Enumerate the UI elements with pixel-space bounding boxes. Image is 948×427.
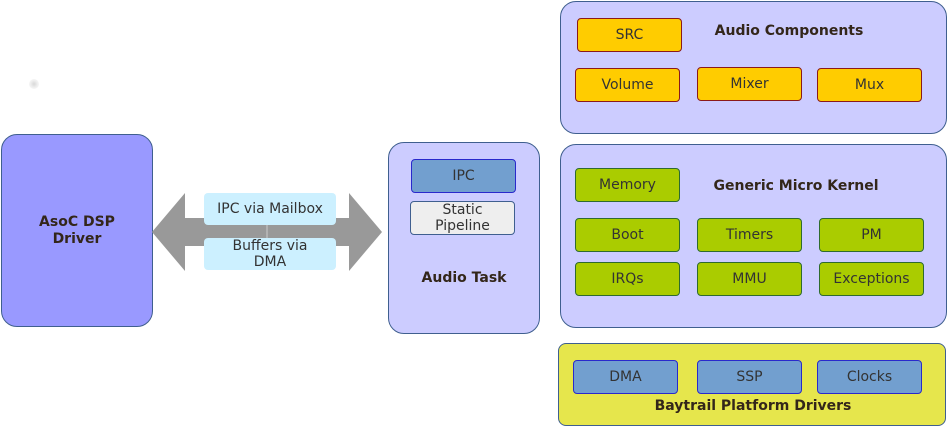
ipc-via-mailbox-label: IPC via Mailbox [204,193,336,225]
kernel-pm-label: PM [861,227,882,243]
platform-drivers-panel: DMA SSP Clocks Baytrail Platform Drivers [558,343,946,426]
micro-kernel-panel: Memory Generic Micro Kernel Boot Timers … [560,144,947,328]
platform-ssp: SSP [697,360,802,394]
driver-label-line2: Driver [52,230,102,247]
asoc-dsp-driver-block: AsoC DSP Driver [1,134,153,327]
left-arrow-head [152,193,212,271]
platform-clocks: Clocks [817,360,922,394]
component-mixer: Mixer [697,67,802,101]
platform-drivers-title: Baytrail Platform Drivers [654,398,852,414]
audio-task-title: Audio Task [421,270,507,286]
kernel-memory-label: Memory [599,177,656,193]
component-volume-label: Volume [601,77,654,93]
kernel-timers-label: Timers [725,227,774,243]
component-mixer-label: Mixer [730,76,769,92]
driver-label-line1: AsoC DSP [39,213,115,230]
audio-components-panel: SRC Audio Components Volume Mixer Mux [560,1,947,134]
buffers-text-line1: Buffers via [232,238,308,254]
ipc-via-mailbox-text: IPC via Mailbox [217,201,323,217]
kernel-mmu: MMU [697,262,802,296]
right-arrow-head [322,193,382,271]
ipc-block-label: IPC [452,168,475,184]
platform-dma-label: DMA [609,369,642,385]
platform-clocks-label: Clocks [846,369,893,385]
kernel-boot-label: Boot [611,227,644,243]
component-mux: Mux [817,68,922,102]
component-volume: Volume [575,68,680,102]
kernel-timers: Timers [697,218,802,252]
kernel-irqs-label: IRQs [611,271,644,287]
kernel-mmu-label: MMU [732,271,767,287]
pipeline-label-line1: Static [442,202,483,218]
kernel-boot: Boot [575,218,680,252]
component-src-label: SRC [615,27,644,43]
kernel-exceptions: Exceptions [819,262,924,296]
buffers-text-line2: DMA [253,254,287,270]
static-pipeline-block: Static Pipeline [410,201,515,235]
buffers-via-dma-label: Buffers via DMA [204,238,336,270]
ipc-block: IPC [411,159,516,193]
platform-dma: DMA [573,360,678,394]
kernel-irqs: IRQs [575,262,680,296]
platform-ssp-label: SSP [736,369,763,385]
kernel-exceptions-label: Exceptions [833,271,910,287]
micro-kernel-title: Generic Micro Kernel [713,178,879,194]
kernel-pm: PM [819,218,924,252]
audio-task-panel: IPC Static Pipeline Audio Task [388,142,540,334]
decorative-dot [29,79,39,89]
component-mux-label: Mux [854,77,885,93]
component-src: SRC [577,18,682,52]
pipeline-label-line2: Pipeline [435,218,490,234]
kernel-memory: Memory [575,168,680,202]
audio-components-title: Audio Components [714,23,864,39]
